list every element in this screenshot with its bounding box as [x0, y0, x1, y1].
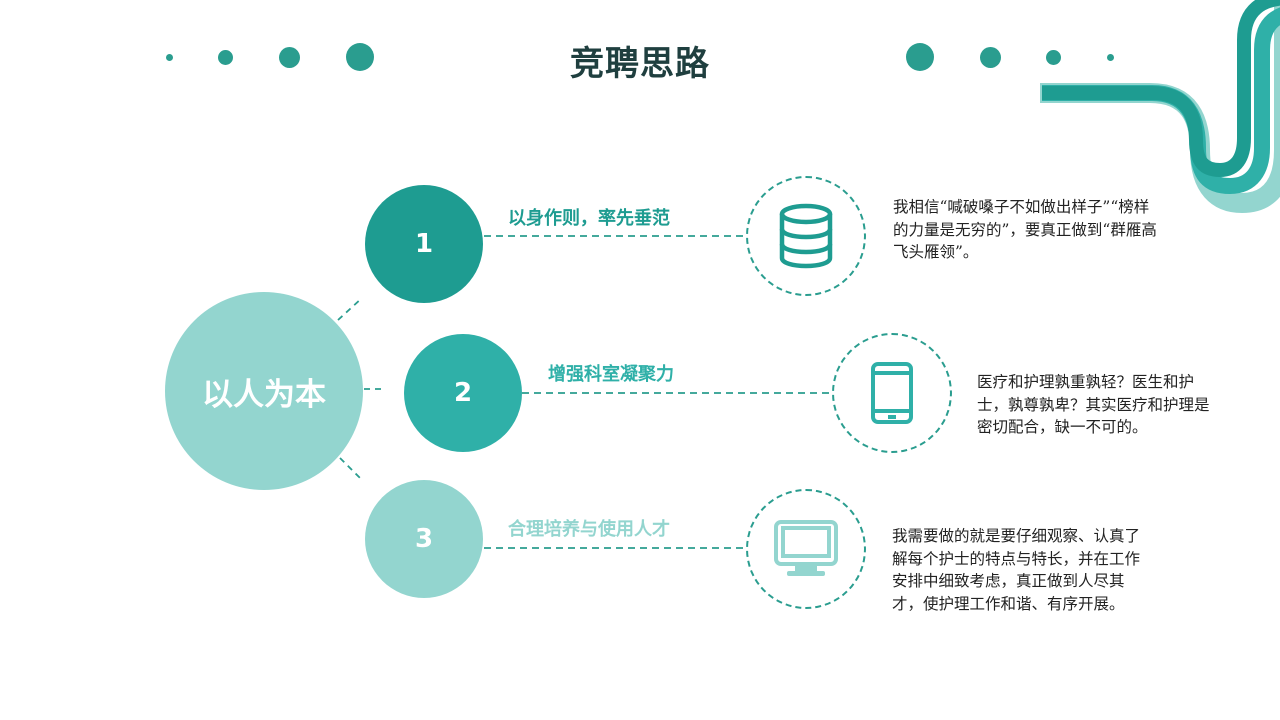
step-1-number: 1: [414, 229, 434, 259]
title-dot-left-1: [166, 54, 173, 61]
title-dot-left-2: [218, 50, 233, 65]
step-3-title: 合理培养与使用人才: [508, 519, 670, 540]
corner-wave-decoration: [1040, 0, 1280, 214]
title-dot-right-1: [906, 43, 934, 71]
hub-connector-3: [339, 457, 363, 481]
step-2-number: 2: [453, 378, 473, 408]
step-1-circle: 1: [365, 185, 483, 303]
page-title: 竞聘思路: [570, 44, 710, 84]
step-1-description: 我相信“喊破嗓子不如做出样子”“榜样的力量是无穷的”，要真正做到“群雁高飞头雁领…: [893, 198, 1157, 261]
step-3-icon-ring: [746, 489, 866, 609]
title-dot-right-3: [1046, 50, 1061, 65]
monitor-icon: [774, 520, 838, 576]
tablet-icon: [871, 362, 913, 424]
step-3-circle: 3: [365, 480, 483, 598]
database-icon: [779, 203, 833, 269]
title-dot-right-4: [1107, 54, 1114, 61]
step-3-description: 我需要做的就是要仔细观察、认真了解每个护士的特点与特长，并在工作安排中细致考虑，…: [892, 527, 1141, 613]
step-2-circle: 2: [404, 334, 522, 452]
step-2-icon-ring: [832, 333, 952, 453]
hub-connector-1: [337, 297, 363, 321]
title-dot-left-3: [279, 47, 300, 68]
step-1-icon-ring: [746, 176, 866, 296]
step-2-title: 增强科室凝聚力: [548, 364, 674, 385]
step-3-number: 3: [414, 524, 434, 554]
title-dot-right-2: [980, 47, 1001, 68]
step-2-description: 医疗和护理孰重孰轻？医生和护士，孰尊孰卑？其实医疗和护理是密切配合，缺一不可的。: [977, 373, 1210, 436]
title-dot-left-4: [346, 43, 374, 71]
hub-circle: 以人为本: [165, 292, 363, 490]
hub-label: 以人为本: [202, 376, 326, 413]
step-1-title: 以身作则，率先垂范: [508, 208, 670, 229]
